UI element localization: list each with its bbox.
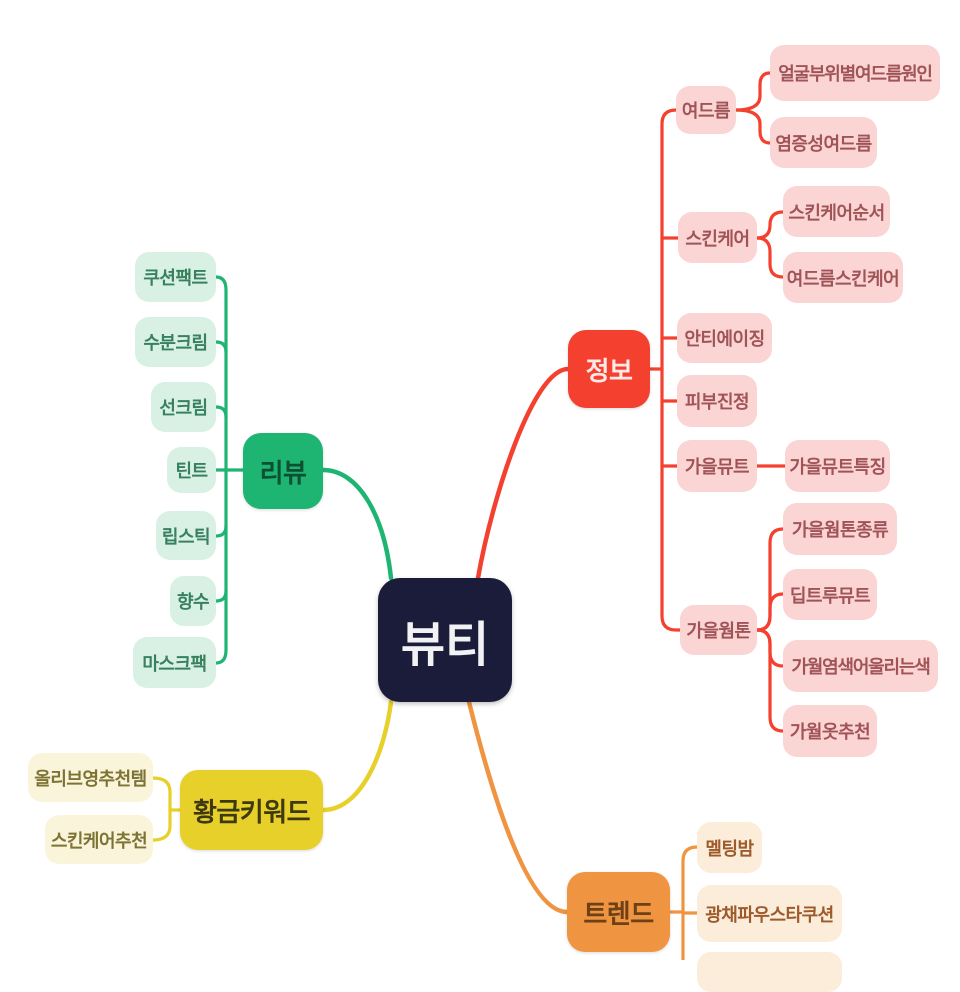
branch-node-review[interactable]: 리뷰	[243, 433, 323, 509]
child-node-autumn-warm-tone[interactable]: 가을웜톤	[680, 605, 757, 655]
branch-node-info[interactable]: 정보	[568, 330, 650, 408]
mindmap-canvas: 뷰티 리뷰 쿠션팩트 수분크림 선크림 틴트 립스틱 향수 마스크팩 정보 여드…	[28, 45, 940, 992]
orange-trunk	[681, 845, 699, 960]
red-trunk	[660, 108, 682, 632]
child-node-suncream[interactable]: 선크림	[151, 382, 216, 432]
child-node-skincare-recommendation[interactable]: 스킨케어추천	[45, 815, 153, 864]
leaf-node-inflammatory-acne[interactable]: 염증성여드름	[770, 117, 877, 168]
child-node-skin-soothing[interactable]: 피부진정	[677, 375, 757, 427]
red-main-curve	[475, 366, 571, 581]
child-node-tint[interactable]: 틴트	[167, 447, 216, 493]
center-node-beauty[interactable]: 뷰티	[378, 578, 512, 702]
leaf-node-acne-skincare[interactable]: 여드름스킨케어	[783, 252, 903, 303]
green-main-curve	[320, 467, 394, 581]
yellow-main-curve	[320, 699, 394, 813]
leaf-node-autumn-warm-tone-types[interactable]: 가을웜톤종류	[783, 503, 897, 555]
child-node-partial-hidden[interactable]	[697, 952, 842, 992]
child-node-perfume[interactable]: 향수	[170, 576, 216, 626]
leaf-node-autumn-mute-features[interactable]: 가을뮤트특징	[785, 440, 890, 492]
child-node-lipstick[interactable]: 립스틱	[156, 511, 216, 560]
child-node-mask-pack[interactable]: 마스크팩	[133, 637, 216, 688]
child-node-autumn-mute[interactable]: 가을뮤트	[677, 440, 757, 492]
connector-lines	[151, 71, 787, 960]
leaf-node-autumn-hair-color-match[interactable]: 가월염색어울리는색	[783, 640, 938, 692]
orange-main-curve	[466, 699, 570, 915]
child-node-moisture-cream[interactable]: 수분크림	[135, 317, 216, 367]
leaf-node-skincare-order[interactable]: 스킨케어순서	[783, 186, 890, 237]
child-node-melting-balm[interactable]: 멜팅밤	[697, 822, 762, 873]
leaf-node-deep-true-mute[interactable]: 딥트루뮤트	[783, 569, 877, 620]
leaf-node-acne-causes-by-face-area[interactable]: 얼굴부위별여드름원인	[770, 45, 940, 101]
child-node-skincare[interactable]: 스킨케어	[678, 212, 757, 263]
leaf-node-autumn-outfit-recommendation[interactable]: 가월옷추천	[783, 705, 877, 757]
child-node-oliveyoung-recommendation[interactable]: 올리브영추천템	[28, 753, 153, 802]
child-node-glow-powder-cushion[interactable]: 광채파우스타쿠션	[697, 885, 842, 942]
branch-node-golden-keyword[interactable]: 황금키워드	[180, 770, 323, 850]
child-node-acne[interactable]: 여드름	[676, 86, 736, 134]
branch-node-trend[interactable]: 트렌드	[567, 872, 670, 952]
child-node-cushion-compact[interactable]: 쿠션팩트	[135, 252, 216, 302]
child-node-anti-aging[interactable]: 안티에이징	[677, 313, 772, 363]
